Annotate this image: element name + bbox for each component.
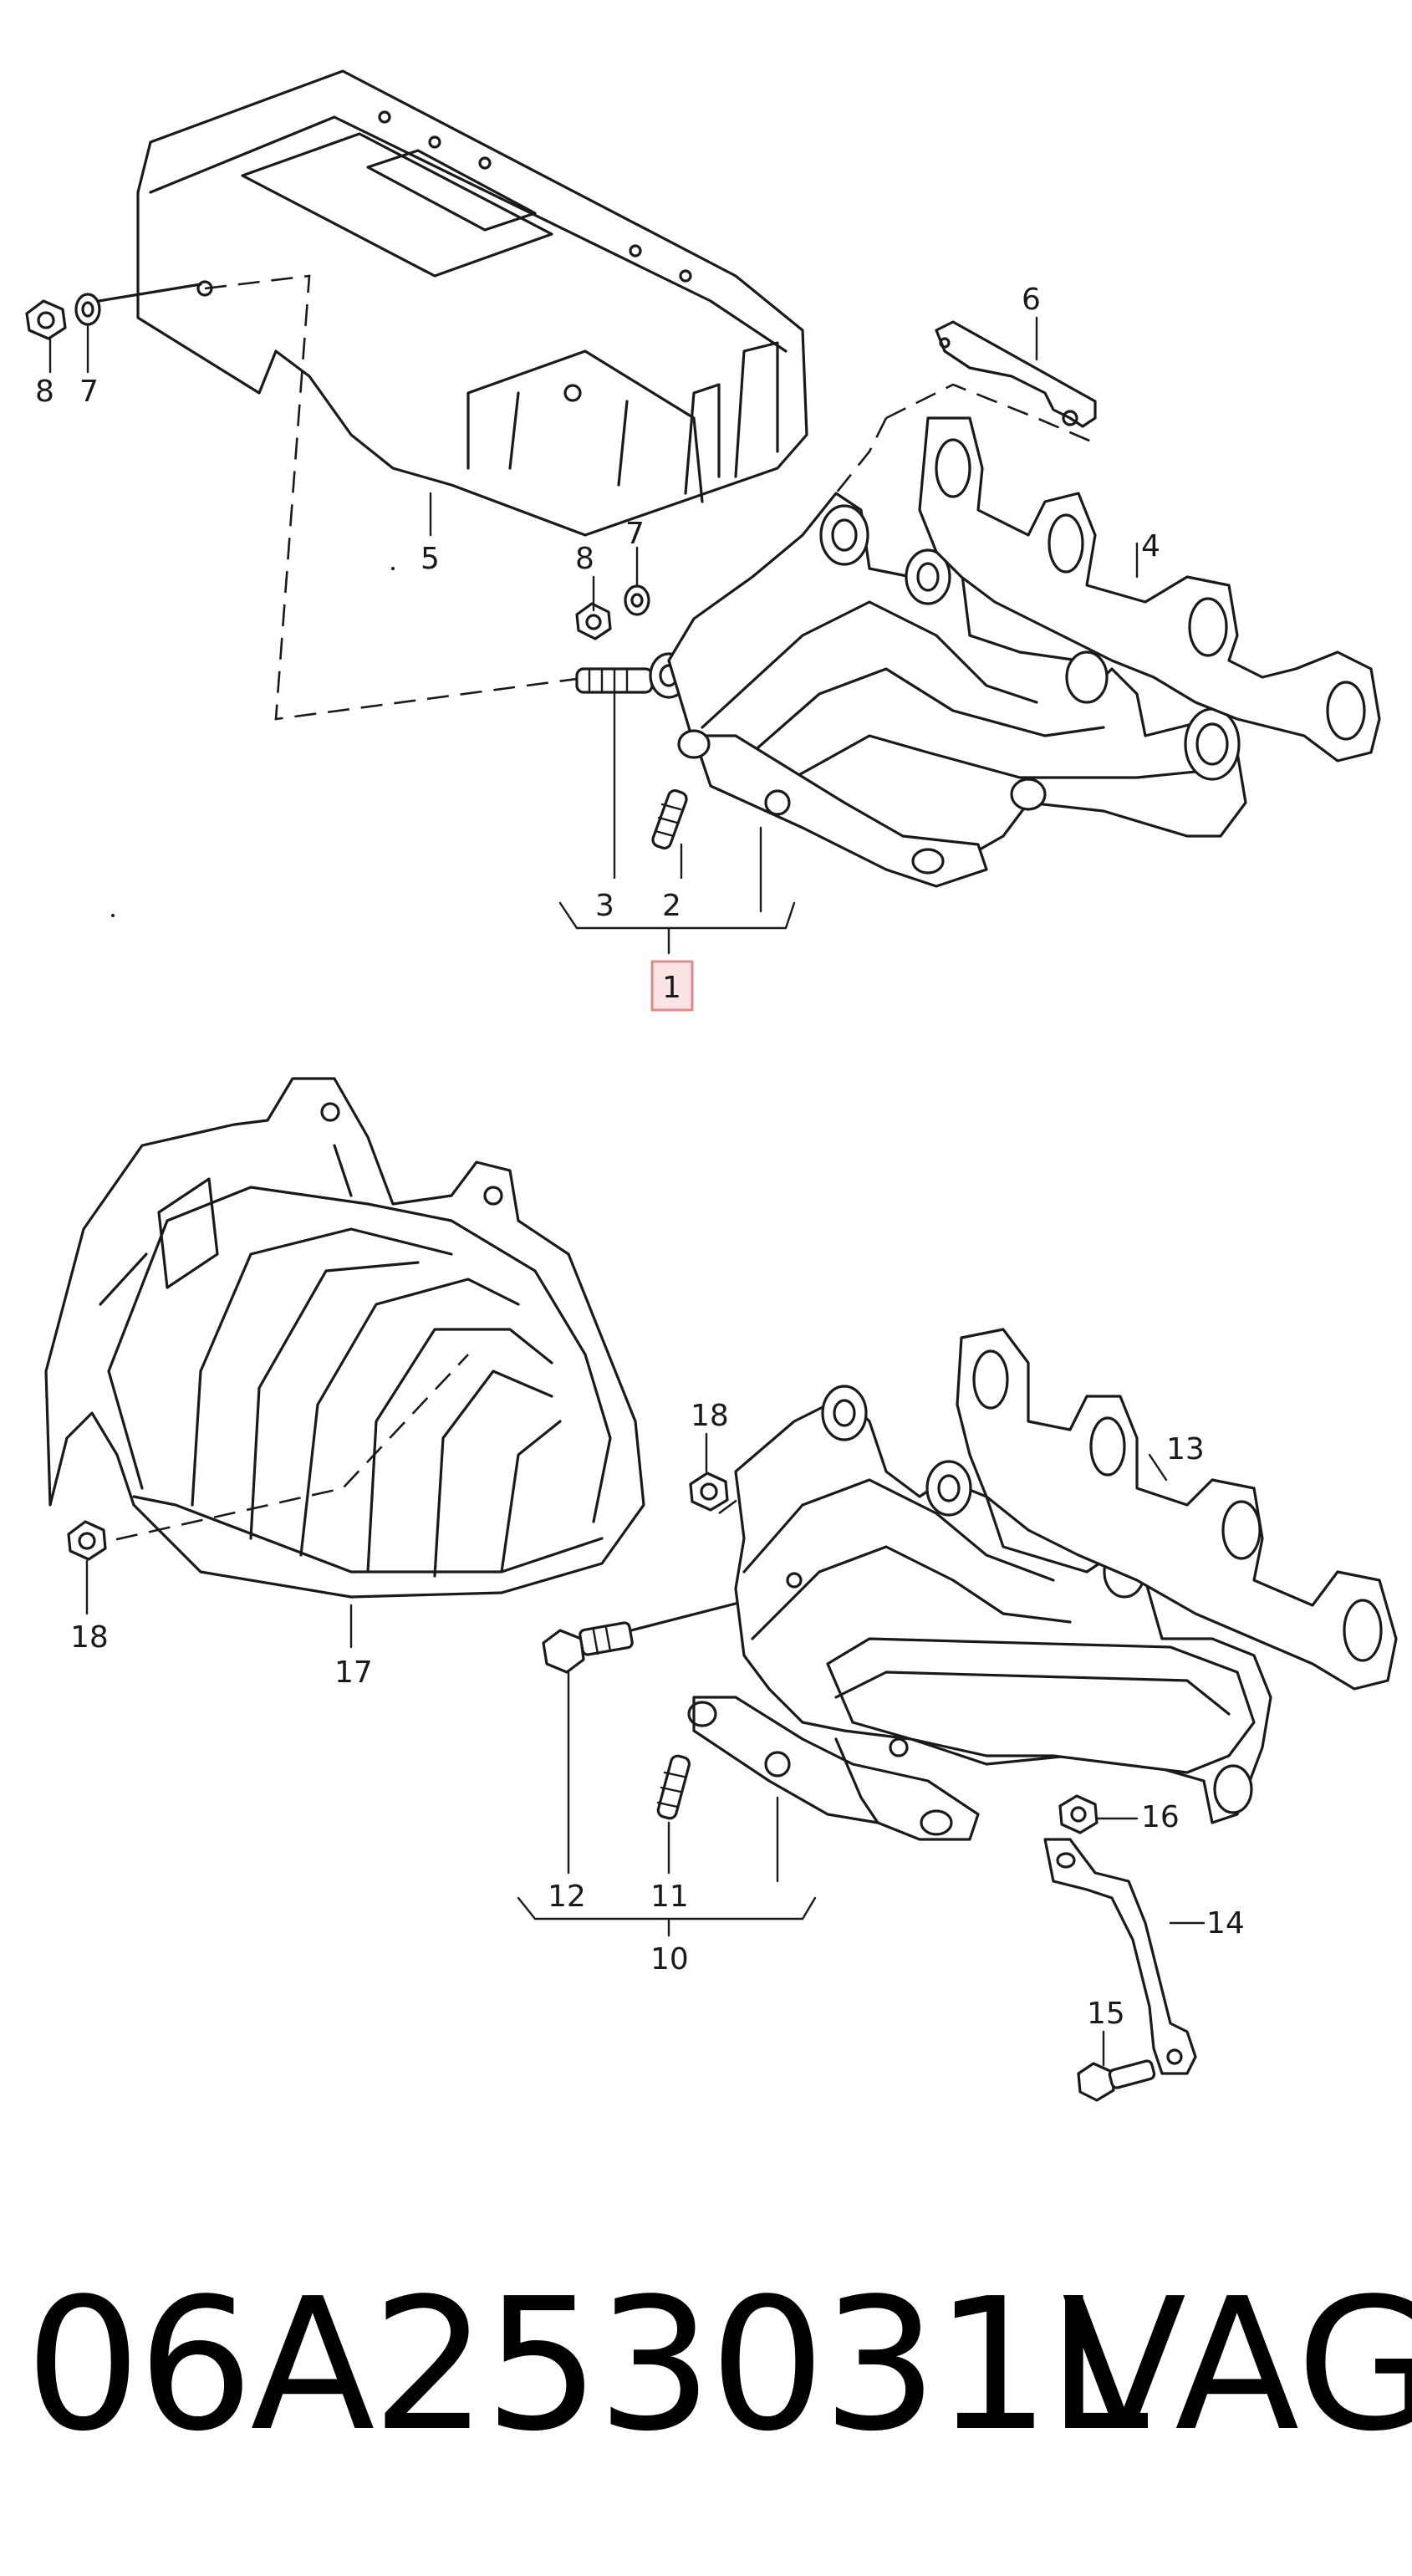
group-bracket-lower	[517, 1896, 817, 1937]
stud-11	[656, 1754, 691, 1820]
callout-18-lower-left: 18	[70, 1620, 109, 1655]
callout-17: 17	[334, 1655, 373, 1690]
callout-12: 12	[548, 1880, 586, 1914]
callout-1: 1	[662, 971, 681, 1005]
brand-text: VAG	[1062, 2260, 1412, 2471]
dashed-bolt-path	[204, 274, 653, 721]
group-bracket-upper	[558, 901, 796, 955]
exhaust-manifold-lower	[687, 1385, 1272, 1841]
callout-5: 5	[421, 542, 440, 576]
stray-dot	[111, 914, 115, 917]
exhaust-manifold-upper	[667, 492, 1247, 888]
callout-8-upper-mid: 8	[575, 542, 594, 576]
nut-18-lower-mid	[689, 1472, 729, 1512]
nut-8-upper-mid	[575, 602, 612, 640]
nut-16	[1058, 1794, 1099, 1834]
callout-15: 15	[1087, 1997, 1125, 2031]
heat-shield-bracket-6	[935, 320, 1097, 428]
callout-13: 13	[1166, 1432, 1205, 1467]
dashed-shield-outline-upper	[834, 383, 1096, 494]
highlighted-callout-1[interactable]: 1	[650, 960, 694, 1012]
stud-12	[542, 1621, 634, 1674]
stray-dot	[391, 567, 395, 570]
part-caption: 06A253031L VAG	[25, 2257, 1412, 2475]
heat-shield-lower	[44, 1077, 645, 1599]
gasket-13	[956, 1328, 1398, 1691]
callout-14: 14	[1206, 1906, 1245, 1941]
heat-shield-upper	[136, 69, 808, 537]
callout-6: 6	[1022, 283, 1041, 317]
callout-3: 3	[595, 889, 614, 923]
callout-10: 10	[650, 1942, 689, 1977]
bolt-15	[1077, 2059, 1156, 2102]
nut-8-upper-left	[25, 299, 67, 340]
callout-18-lower-mid: 18	[691, 1399, 729, 1433]
washer-7-upper-left	[74, 293, 101, 326]
washer-7-upper-mid	[624, 584, 650, 616]
callout-16: 16	[1141, 1800, 1180, 1834]
callout-4: 4	[1141, 529, 1160, 564]
stud-2	[651, 789, 688, 849]
bracket-14	[1043, 1838, 1197, 2075]
nut-18-lower-left	[67, 1520, 107, 1561]
callout-11: 11	[650, 1880, 689, 1914]
part-number-text: 06A253031L	[25, 2260, 1149, 2471]
callout-7-upper-mid: 7	[625, 517, 645, 551]
callout-7-upper-left: 7	[79, 375, 99, 409]
callout-8-upper-left: 8	[35, 375, 54, 409]
callout-2: 2	[662, 889, 681, 923]
gasket-4	[918, 416, 1381, 763]
